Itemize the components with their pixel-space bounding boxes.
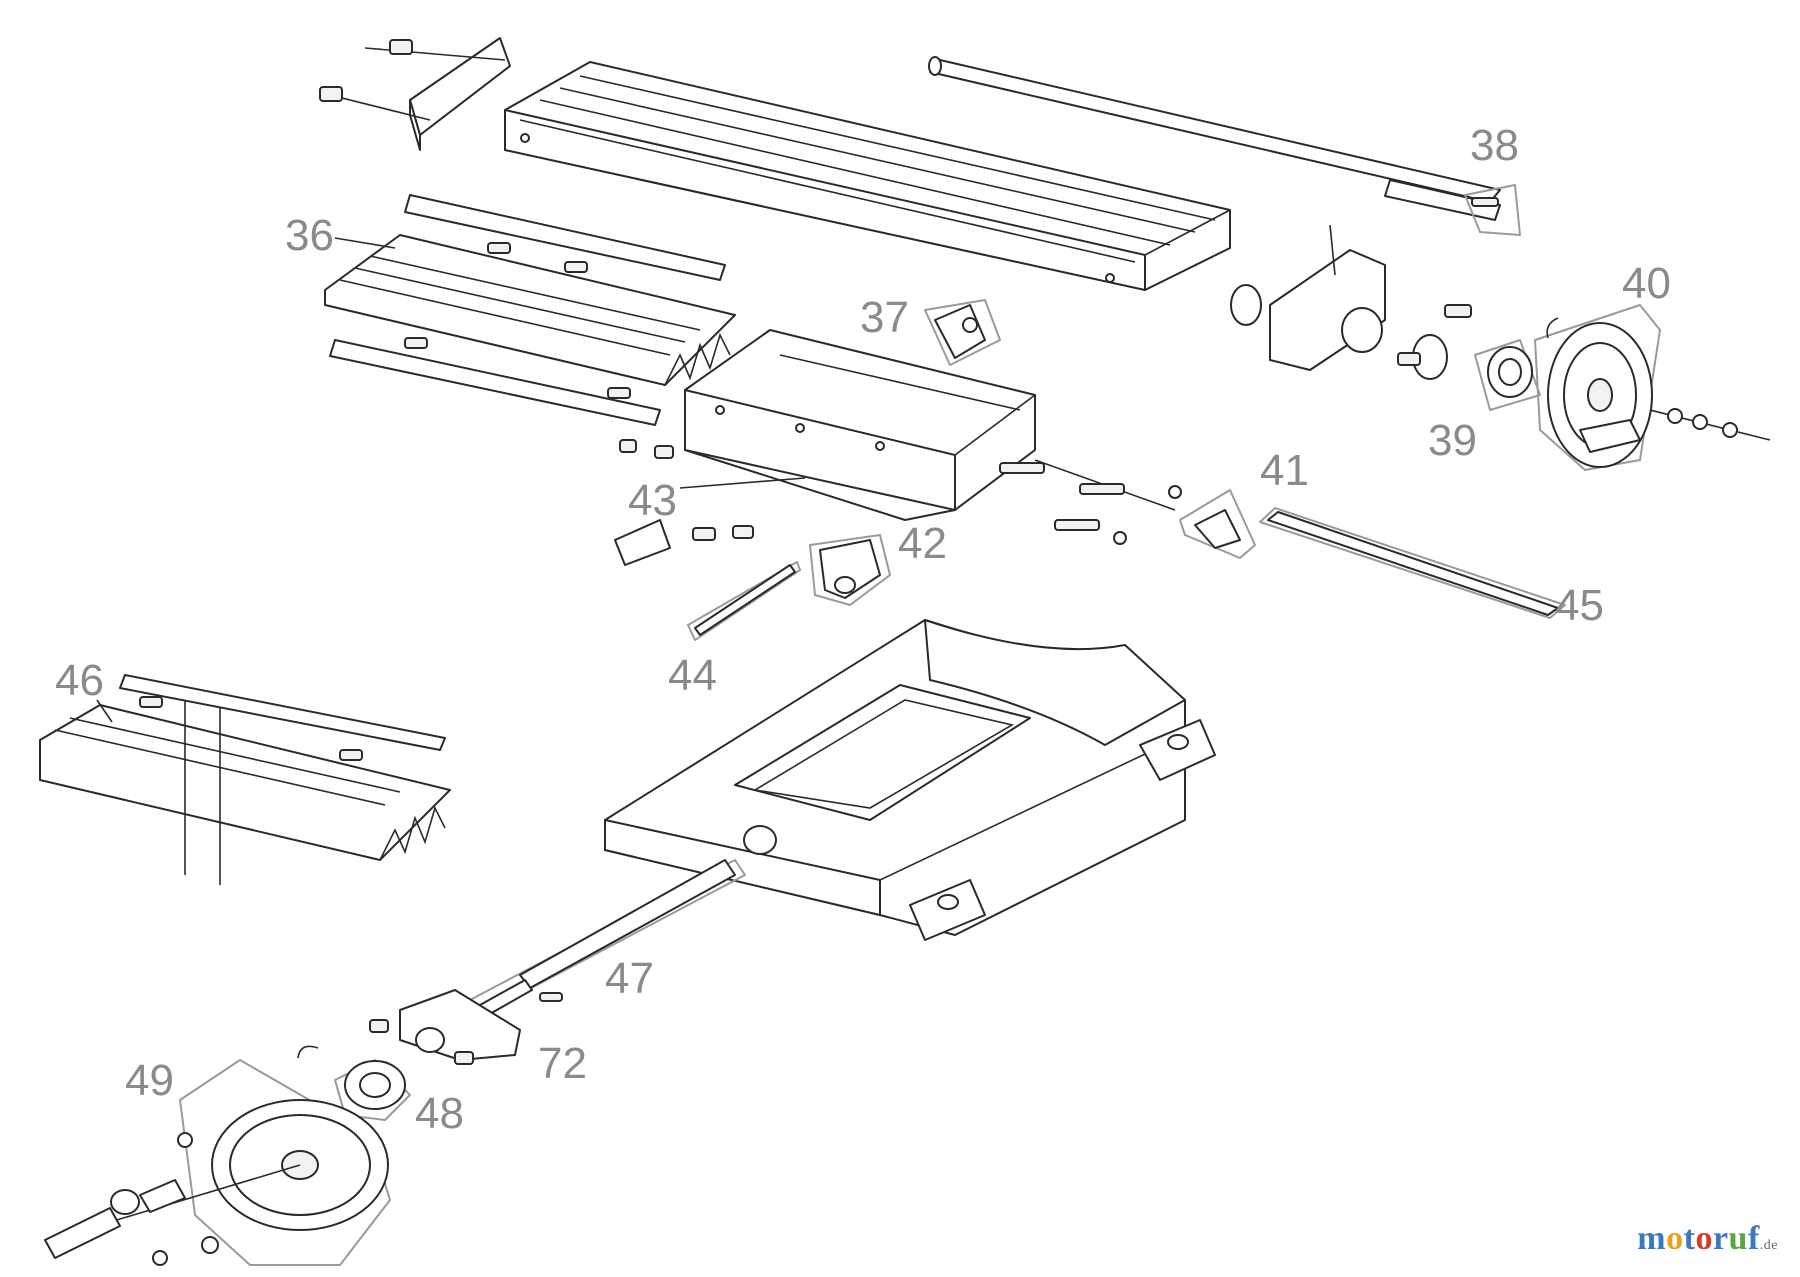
part-40-handwheel: 40 bbox=[1534, 259, 1771, 471]
logo-letter-0: m bbox=[1637, 1220, 1667, 1257]
right-bracket bbox=[1230, 224, 1472, 380]
top-table bbox=[504, 61, 1231, 291]
label-72: 72 bbox=[538, 1039, 587, 1088]
label-46: 46 bbox=[55, 656, 104, 705]
saddle bbox=[684, 329, 1036, 521]
label-48: 48 bbox=[415, 1089, 464, 1138]
base-casting bbox=[604, 619, 1216, 941]
end-plate-left bbox=[319, 37, 511, 151]
logo-letter-2: t bbox=[1683, 1220, 1696, 1257]
part-49-handwheel: 49 bbox=[44, 1045, 391, 1266]
part-36-bellows: 36 bbox=[285, 194, 736, 426]
label-47: 47 bbox=[605, 954, 654, 1003]
part-46-bellows: 46 bbox=[39, 656, 451, 885]
label-42: 42 bbox=[898, 519, 947, 568]
label-38: 38 bbox=[1470, 121, 1519, 170]
label-36: 36 bbox=[285, 211, 334, 260]
label-41: 41 bbox=[1260, 446, 1309, 495]
label-43: 43 bbox=[628, 476, 677, 525]
part-48-bushing: 48 bbox=[334, 1059, 464, 1138]
label-45: 45 bbox=[1555, 581, 1604, 630]
label-44: 44 bbox=[668, 651, 717, 700]
logo-letter-3: o bbox=[1695, 1220, 1713, 1257]
label-37: 37 bbox=[860, 293, 909, 342]
part-37-nut-block: 37 bbox=[860, 293, 1001, 366]
logo-letter-6: f bbox=[1747, 1220, 1760, 1257]
part-43-lock: 43 bbox=[614, 439, 806, 566]
label-40: 40 bbox=[1622, 259, 1671, 308]
part-47-leadscrew: 47 bbox=[469, 859, 746, 1016]
part-38-leadscrew: 38 bbox=[928, 56, 1521, 236]
part-72-bracket: 72 bbox=[369, 989, 587, 1088]
logo-letter-1: o bbox=[1666, 1220, 1684, 1257]
part-44-gib-strip: 44 bbox=[668, 561, 801, 700]
part-41-lever: 41 bbox=[1034, 446, 1309, 559]
part-39-bushing: 39 bbox=[1428, 339, 1541, 465]
logo-letter-4: r bbox=[1712, 1220, 1729, 1257]
part-42-gib-block: 42 bbox=[809, 519, 947, 606]
logo-letter-5: u bbox=[1728, 1220, 1748, 1257]
label-39: 39 bbox=[1428, 416, 1477, 465]
site-logo: motoruf.de bbox=[1637, 1220, 1778, 1258]
saddle-pins bbox=[999, 462, 1182, 545]
label-49: 49 bbox=[125, 1056, 174, 1105]
part-45-gib-rail: 45 bbox=[1259, 507, 1604, 630]
logo-tld: .de bbox=[1759, 1238, 1778, 1253]
